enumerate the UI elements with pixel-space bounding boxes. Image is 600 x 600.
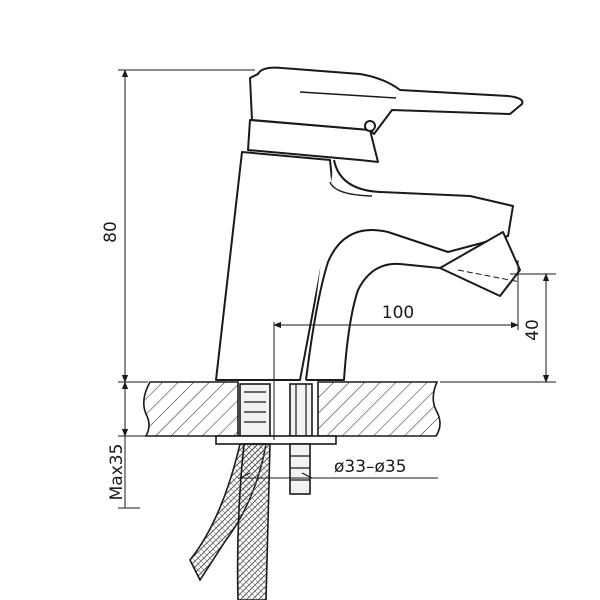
dim-label-diameter: ø33–ø35 [334,457,407,477]
mounting-plate [215,435,337,445]
mounting-hardware [215,383,337,495]
countertop-left-hatch [142,381,239,437]
dim-label-reach: 100 [382,303,414,323]
lever-handle [249,66,524,135]
dim-label-spout-height: 40 [523,319,543,341]
handle-indicator [364,120,376,132]
dim-label-thickness: Max35 [107,444,127,501]
countertop-section [142,381,441,437]
supply-hoses [189,443,271,600]
dimension-lines [118,69,556,509]
faucet-column [215,151,335,381]
faucet-body [215,66,524,381]
countertop-right-hatch [317,381,441,437]
threaded-rod [289,443,311,495]
hose-right [236,443,271,600]
dim-label-height: 80 [101,221,121,243]
mounting-stud [289,383,313,437]
spout-aerator [439,231,521,297]
